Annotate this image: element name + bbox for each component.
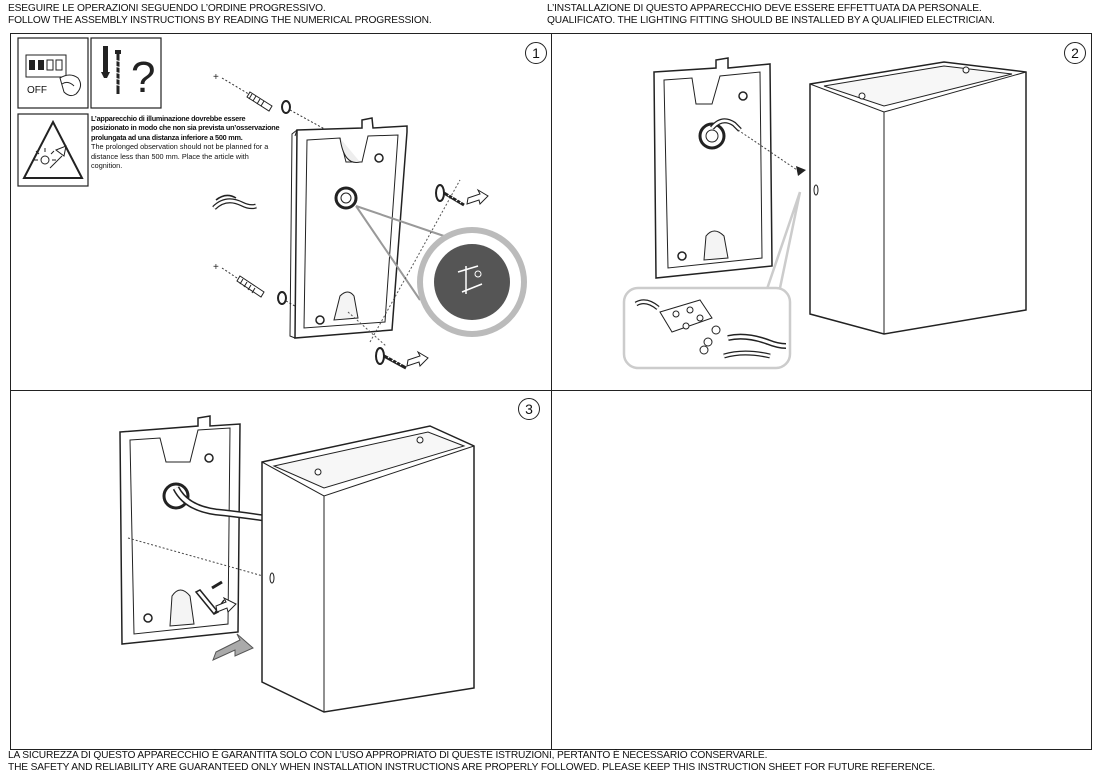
lamp-body-2	[809, 61, 1027, 335]
switch-off-icon	[17, 37, 89, 109]
arrow-icon	[212, 633, 254, 661]
grid-divider-horizontal	[10, 390, 1092, 391]
step-number-2: 2	[1064, 42, 1086, 64]
hex-key-icon	[194, 580, 237, 615]
header-left: ESEGUIRE LE OPERAZIONI SEGUENDO L’ORDINE…	[8, 3, 432, 26]
header-left-line2: FOLLOW THE ASSEMBLY INSTRUCTIONS BY READ…	[8, 14, 432, 26]
header-right-line1: L’INSTALLAZIONE DI QUESTO APPARECCHIO DE…	[547, 3, 982, 14]
footer-line1: LA SICUREZZA DI QUESTO APPARECCHIO È GAR…	[8, 750, 768, 761]
step-number-3: 3	[518, 398, 540, 420]
header-right-line2: QUALIFICATO. THE LIGHTING FITTING SHOULD…	[547, 14, 995, 26]
cable-icon	[212, 194, 257, 210]
svg-text:+: +	[213, 262, 219, 273]
eye-warning-icon	[17, 113, 89, 187]
question-mark-icon: ?	[131, 53, 155, 102]
mounting-bracket	[289, 117, 408, 339]
screw-icon	[347, 179, 489, 370]
mounting-bracket-3	[119, 415, 271, 645]
footer: LA SICUREZZA DI QUESTO APPARECCHIO È GAR…	[8, 750, 935, 773]
terminal-block-icon	[622, 191, 802, 370]
warning-italian: L’apparecchio di illuminazione dovrebbe …	[91, 114, 280, 142]
svg-text:+: +	[213, 72, 219, 83]
header-left-line1: ESEGUIRE LE OPERAZIONI SEGUENDO L’ORDINE…	[8, 3, 326, 14]
footer-line2: THE SAFETY AND RELIABILITY ARE GUARANTEE…	[8, 761, 936, 773]
zoom-callout	[355, 205, 527, 337]
lamp-body-3	[261, 425, 475, 713]
warning-text: L’apparecchio di illuminazione dovrebbe …	[91, 114, 281, 170]
off-label: OFF	[27, 85, 47, 96]
warning-english: The prolonged observation should not be …	[91, 142, 269, 171]
step-number-1: 1	[525, 42, 547, 64]
header-right: L’INSTALLAZIONE DI QUESTO APPARECCHIO DE…	[547, 3, 995, 26]
mounting-bracket-2	[653, 57, 806, 279]
drill-screw-icon	[90, 37, 162, 109]
grid-divider-vertical	[551, 33, 552, 750]
